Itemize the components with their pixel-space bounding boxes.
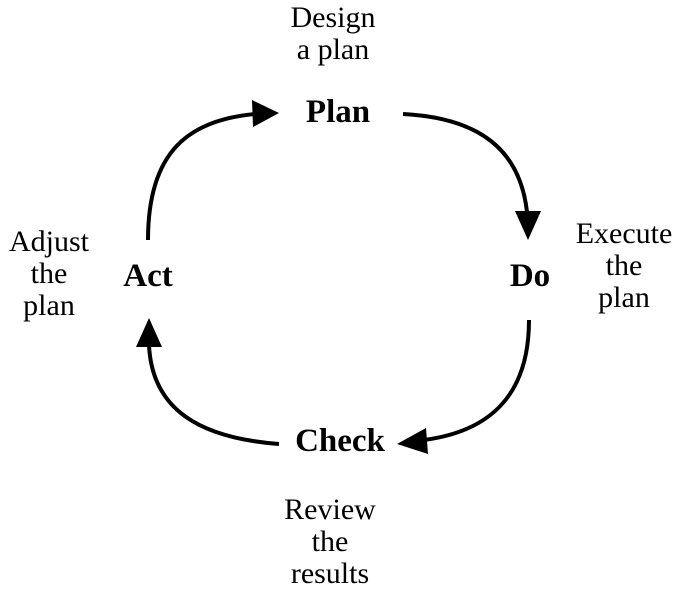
do-description-line-1: Execute (575, 217, 673, 250)
act-description: Adjust the plan (0, 226, 98, 322)
do-description-line-2: the (605, 249, 643, 282)
check-description-line-1: Review (284, 493, 376, 526)
arrow-plan-to-do (402, 112, 541, 240)
act-description-line-2: the (30, 257, 68, 290)
stage-plan-label: Plan (305, 94, 371, 130)
act-description-line-3: plan (23, 289, 75, 322)
plan-description-line-2: a plan (296, 33, 370, 66)
stage-check-label: Check (295, 423, 385, 459)
check-description-line-3: results (290, 557, 370, 590)
plan-description-line-1: Design (290, 1, 376, 34)
stage-act-label: Act (123, 258, 173, 294)
plan-description: Design a plan (253, 2, 413, 66)
do-description: Execute the plan (565, 218, 683, 314)
arrow-do-to-check (397, 319, 531, 454)
do-description-line-3: plan (598, 281, 650, 314)
arrow-act-to-plan (146, 100, 279, 241)
act-description-line-1: Adjust (8, 225, 89, 258)
arrow-check-to-act (136, 318, 280, 446)
stage-do-label: Do (509, 258, 551, 294)
check-description: Review the results (255, 494, 405, 590)
check-description-line-2: the (311, 525, 349, 558)
